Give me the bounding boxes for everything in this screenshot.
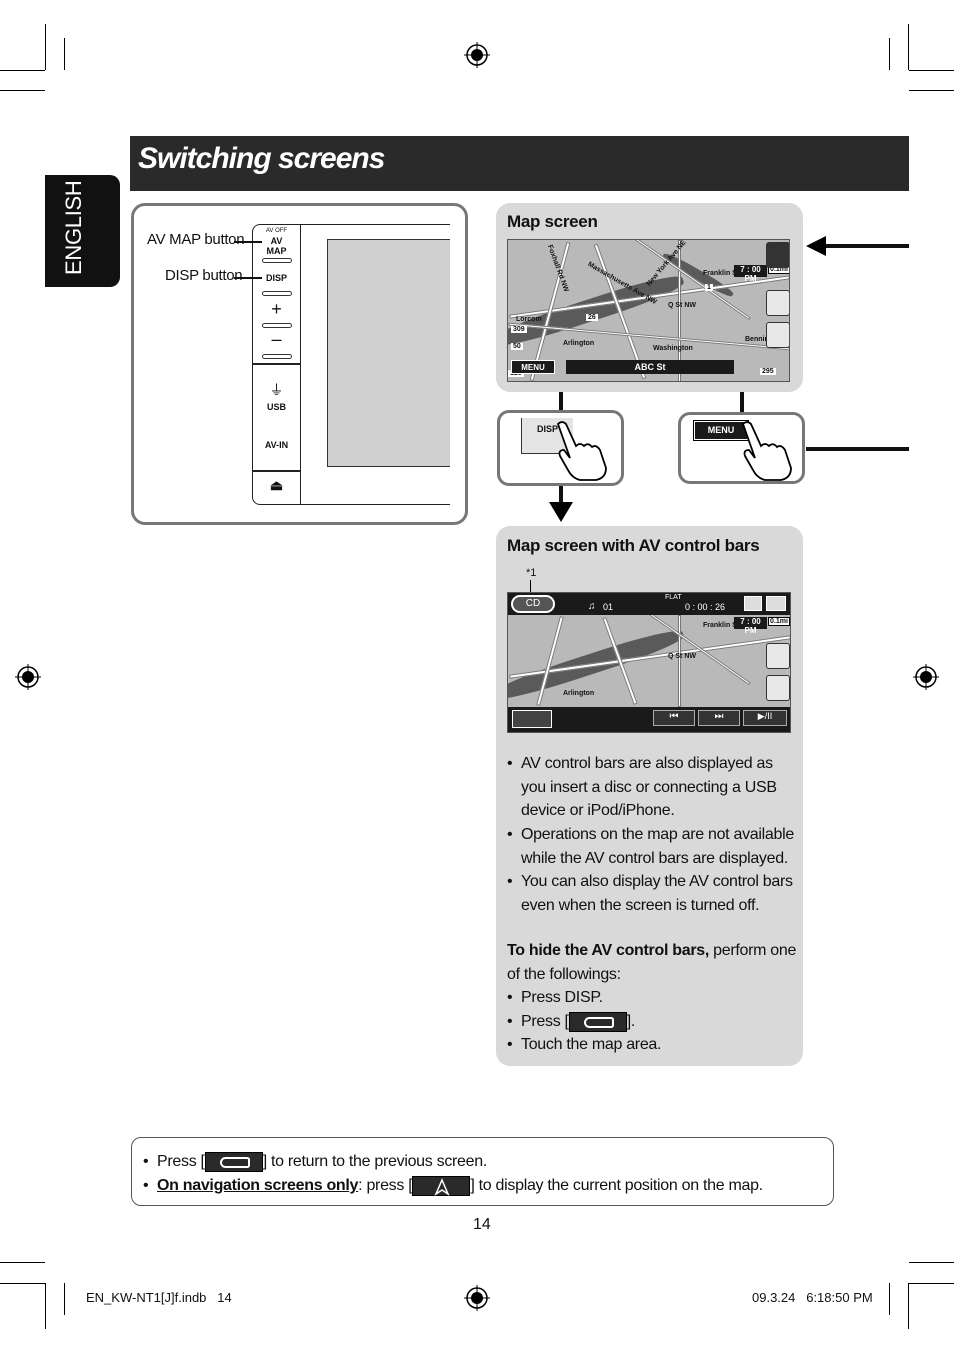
bullet-item: •Operations on the map are not available…: [507, 826, 794, 867]
note-box: [131, 1137, 834, 1206]
bullet-item: •AV control bars are also displayed as y…: [507, 755, 777, 819]
arrow-down-icon: [549, 502, 573, 522]
divider: [252, 470, 301, 472]
zoom-in-icon[interactable]: [766, 643, 790, 669]
crop-mark: [909, 1283, 954, 1284]
crop-mark: [889, 38, 890, 70]
bullet-item: •Touch the map area.: [507, 1036, 662, 1053]
crop-mark: [909, 90, 954, 91]
north-arrow-icon[interactable]: [766, 242, 789, 268]
divider: [262, 354, 292, 359]
menu-button[interactable]: MENU: [511, 360, 555, 374]
map-screen[interactable]: Franklin St Q St NW Arlington Washington…: [507, 239, 790, 382]
leader-line: [234, 277, 262, 279]
file-info: EN_KW-NT1[J]f.indb 14: [86, 1290, 232, 1305]
disp-callout: DISP button: [165, 267, 243, 284]
page-title: Switching screens: [138, 142, 385, 175]
zoom-out-icon[interactable]: [766, 675, 790, 701]
crop-mark: [909, 70, 954, 71]
av-in-label: AV-IN: [264, 440, 289, 450]
divider: [262, 258, 292, 263]
crop-mark: [0, 1262, 45, 1263]
page-number: 14: [473, 1216, 491, 1233]
disp-key-label[interactable]: DISP: [537, 424, 559, 434]
usb-icon: ⏚: [269, 382, 284, 398]
language-tab-label: ENGLISH: [61, 180, 86, 275]
arrow-line: [806, 447, 909, 451]
connector-line: [559, 486, 563, 506]
device-button-column: [252, 224, 301, 505]
usb-port-label: USB: [266, 402, 286, 412]
crop-mark: [0, 70, 45, 71]
arrow-left-icon: [806, 236, 826, 256]
crop-mark: [64, 1283, 65, 1315]
current-position-key-icon: [412, 1175, 471, 1196]
footnote-mark: *1: [526, 567, 537, 579]
crop-mark: [64, 38, 65, 70]
music-note-icon: ♫: [588, 601, 596, 612]
bluetooth-icon[interactable]: [744, 596, 762, 611]
title-banner: [130, 136, 909, 191]
av-screen-heading: Map screen with AV control bars: [507, 536, 760, 555]
play-pause-button[interactable]: ▶/II: [743, 710, 787, 726]
av-off-label: AV OFF: [265, 228, 288, 234]
note-item: •On navigation screens only: press [] to…: [143, 1175, 763, 1196]
finger-press-icon: [556, 421, 607, 481]
eq-label: FLAT: [665, 594, 682, 601]
crop-mark: [908, 1283, 909, 1329]
crop-mark: [0, 1283, 45, 1284]
street-name-bar: ABC St: [566, 360, 734, 374]
back-button[interactable]: [512, 710, 552, 728]
language-tab: [45, 175, 120, 287]
divider: [262, 291, 292, 296]
arrow-line: [822, 244, 909, 248]
crop-mark: [0, 90, 45, 91]
bullet-item: •Press [].: [507, 1011, 635, 1032]
eject-icon[interactable]: ⏏: [269, 477, 284, 493]
map-area[interactable]: Arlington Q St NW Franklin St 7 : 00 PM …: [508, 615, 790, 707]
divider: [252, 363, 301, 365]
volume-down-button[interactable]: –: [271, 329, 282, 349]
elapsed-time: 0 : 00 : 26: [685, 602, 726, 612]
leader-line: [530, 580, 531, 594]
disp-button[interactable]: DISP: [265, 273, 287, 283]
leader-line: [234, 241, 262, 243]
registration-mark-icon: [15, 664, 41, 690]
av-map-callout: AV MAP button: [147, 231, 245, 248]
registration-mark-icon: [913, 664, 939, 690]
note-item: •Press [] to return to the previous scre…: [143, 1151, 487, 1172]
print-date: 09.3.24 6:18:50 PM: [752, 1290, 873, 1305]
clock: 7 : 00 PM: [734, 265, 767, 283]
finger-press-icon: [741, 421, 792, 481]
connector-line: [559, 392, 563, 410]
bullet-item: •Press DISP.: [507, 989, 603, 1006]
connector-line: [740, 392, 744, 412]
back-key-icon: [204, 1151, 263, 1172]
prev-track-button[interactable]: ⏮: [653, 710, 695, 726]
registration-mark-icon: [464, 1285, 490, 1311]
back-key-icon: [568, 1011, 627, 1032]
source-button[interactable]: CD: [511, 595, 555, 613]
crop-mark: [45, 24, 46, 70]
map-screen-heading: Map screen: [507, 212, 598, 231]
next-track-button[interactable]: ⏭: [698, 710, 740, 726]
zoom-out-icon[interactable]: [766, 322, 789, 348]
device-screen: [327, 239, 450, 467]
av-map-screen[interactable]: Arlington Q St NW Franklin St 7 : 00 PM …: [507, 592, 791, 733]
crop-mark: [889, 1283, 890, 1315]
crop-mark: [908, 24, 909, 70]
crop-mark: [909, 1262, 954, 1263]
volume-up-button[interactable]: +: [271, 299, 282, 319]
track-number: 01: [603, 602, 614, 612]
hide-instructions: To hide the AV control bars, perform one…: [507, 942, 797, 983]
crop-mark: [45, 1283, 46, 1329]
registration-mark-icon: [464, 42, 490, 68]
eject-icon[interactable]: [766, 596, 786, 611]
zoom-in-icon[interactable]: [766, 290, 789, 316]
divider: [262, 323, 292, 328]
bullet-item: •You can also display the AV control bar…: [507, 873, 793, 914]
